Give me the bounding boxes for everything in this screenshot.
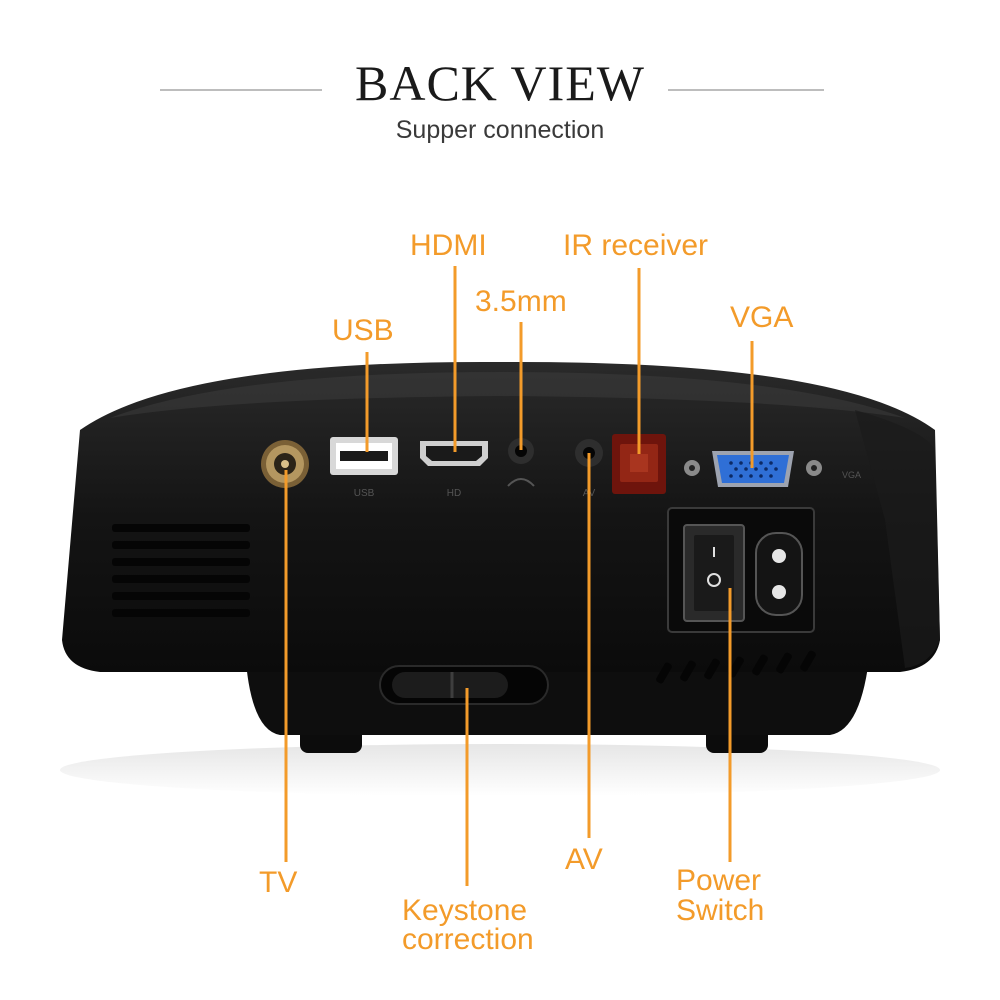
- ir-receiver-label: IR receiver: [563, 229, 709, 262]
- power-rocker-switch: [683, 524, 745, 622]
- hdmi-label: HDMI: [410, 229, 487, 262]
- floor-reflection: [60, 744, 940, 796]
- left-vent: [112, 524, 250, 617]
- svg-text:HD: HD: [447, 488, 461, 499]
- power-panel: [667, 507, 815, 633]
- svg-text:VGA: VGA: [842, 470, 861, 480]
- vga-port: VGA: [684, 451, 861, 487]
- top-sheen: [110, 372, 905, 418]
- usb-label: USB: [332, 314, 394, 347]
- tv-port: [261, 440, 309, 488]
- power-socket: [755, 532, 803, 616]
- keystone-slider: [379, 665, 549, 705]
- power-switch-label-line2: Switch: [676, 894, 765, 927]
- ir-receiver-window: [612, 434, 666, 494]
- audio-jack-port: [507, 438, 535, 487]
- label-leader-lines: [284, 266, 754, 886]
- page-title: BACK VIEW: [354, 55, 645, 111]
- power-switch-label-line1: Power: [676, 864, 762, 897]
- keystone-label-line1: Keystone: [402, 894, 528, 927]
- svg-text:USB: USB: [354, 488, 375, 499]
- av-label: AV: [565, 843, 603, 876]
- audio-3-5mm-label: 3.5mm: [475, 285, 567, 318]
- right-vent: [656, 650, 816, 684]
- page-subtitle: Supper connection: [395, 116, 605, 144]
- title-rule-right: [668, 89, 824, 91]
- vga-label: VGA: [730, 301, 794, 334]
- tv-label: TV: [259, 866, 298, 899]
- keystone-label-line2: correction: [402, 923, 534, 956]
- title-rule-left: [160, 89, 322, 91]
- usb-port: USB: [330, 437, 398, 499]
- hdmi-port: HD: [420, 441, 488, 499]
